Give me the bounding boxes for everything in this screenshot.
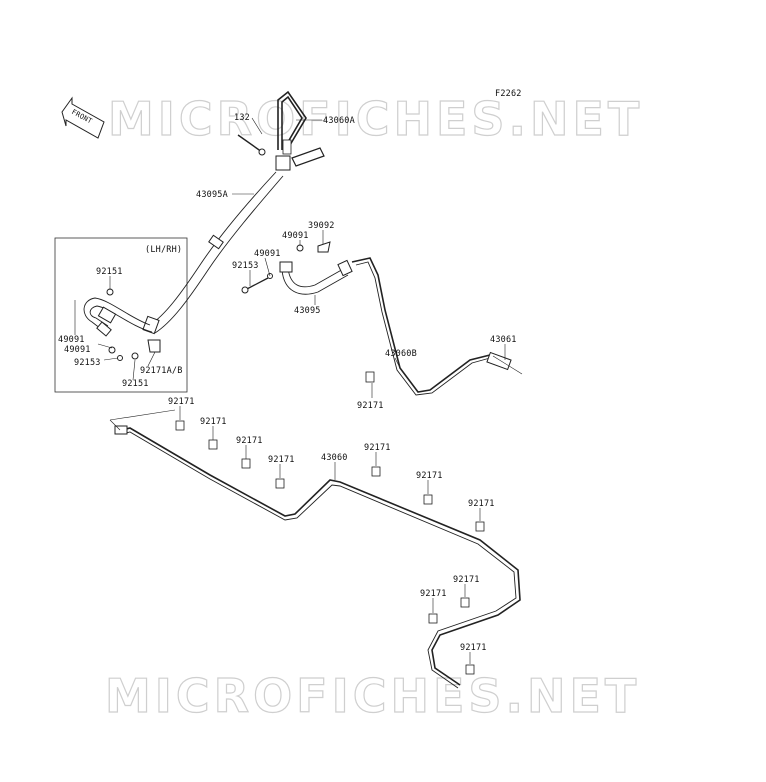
label-92171: 92171 [468,499,495,509]
pipe-43060B [351,257,512,396]
leader-lines [74,117,523,664]
label-43060: 43060 [321,453,348,463]
hose-43095A [142,171,284,335]
front-arrow-icon: FRONT [61,96,105,139]
inset-hose [83,288,161,361]
label-92171: 92171 [236,436,263,446]
clip-group [175,371,485,675]
label-49091: 49091 [58,335,85,345]
label-92171: 92171 [357,401,384,411]
label-43061: 43061 [490,335,517,345]
label-43060B: 43060B [385,349,417,359]
label-92171: 92171 [460,643,487,653]
label-49091: 49091 [254,249,281,259]
label-92151: 92151 [96,267,123,277]
label-92171: 92171 [168,397,195,407]
pipe-43060A [277,90,325,167]
label-92153: 92153 [232,261,259,271]
bolt-132 [237,134,266,156]
inset-box [54,237,188,393]
joint-block [275,155,291,171]
figure-code: F2262 [495,89,522,99]
label-92171: 92171 [200,417,227,427]
label-132: 132 [234,113,250,123]
inset-label: (LH/RH) [145,245,182,255]
label-92151: 92151 [122,379,149,389]
label-92171AB: 92171A/B [140,366,183,376]
label-92171: 92171 [453,575,480,585]
pipe-43060 [114,425,521,689]
label-43095A: 43095A [196,190,228,200]
label-92171: 92171 [268,455,295,465]
part-labels: 132 43060A 43095A 39092 49091 49091 9215… [58,113,517,653]
label-39092: 39092 [308,221,335,231]
label-92171: 92171 [364,443,391,453]
label-43060A: 43060A [323,116,355,126]
label-92171: 92171 [420,589,447,599]
label-92153: 92153 [74,358,101,368]
label-49091: 49091 [282,231,309,241]
label-92171: 92171 [416,471,443,481]
label-43095: 43095 [294,306,321,316]
watermark-top: MICROFICHES.NET [108,92,643,146]
label-49091: 49091 [64,345,91,355]
watermark-bottom: MICROFICHES.NET [105,669,640,723]
